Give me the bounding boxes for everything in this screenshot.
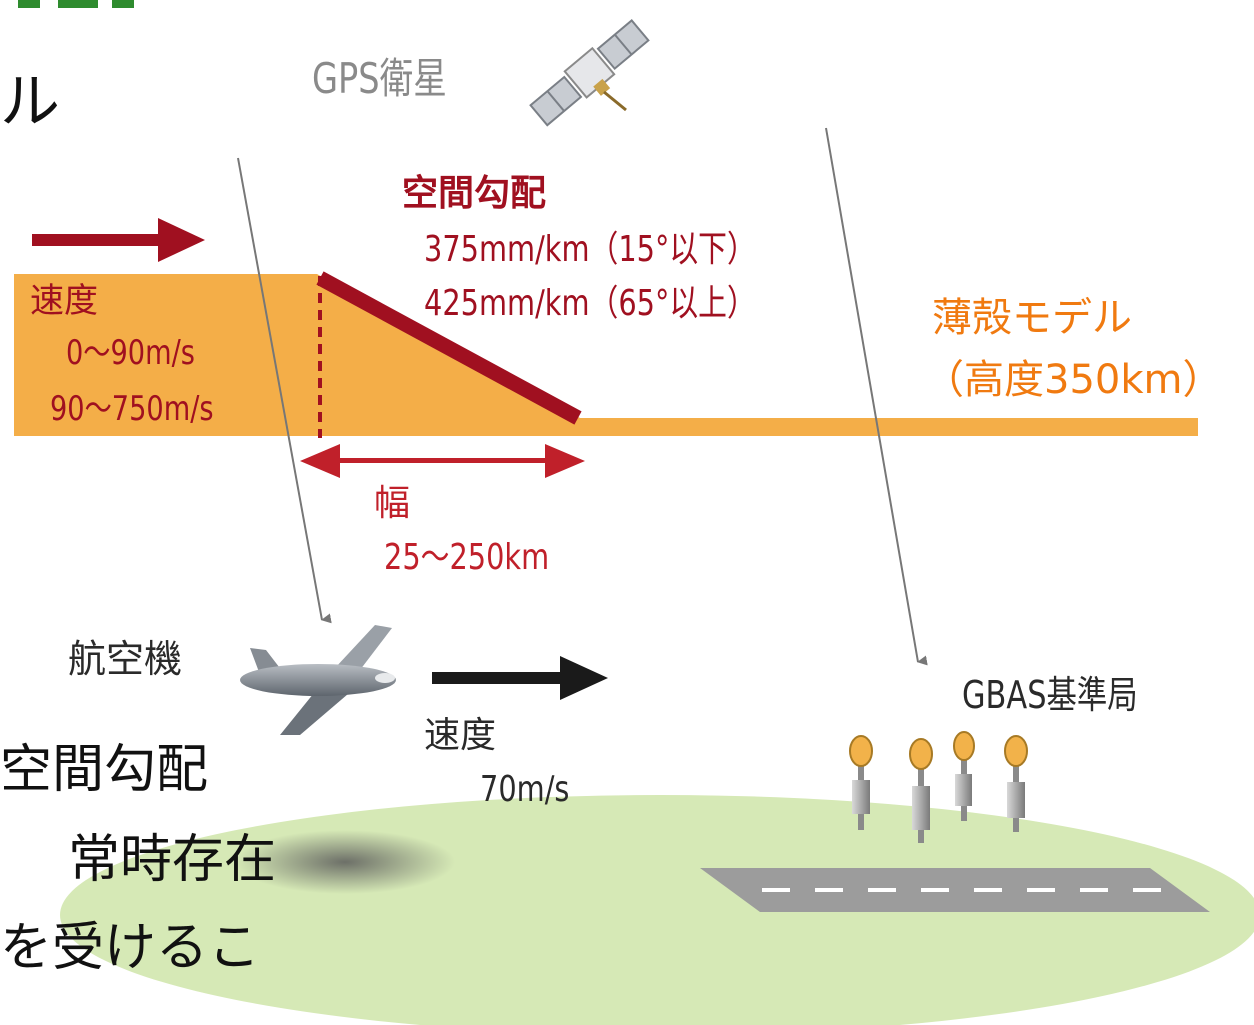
green-heading-fragment (0, 0, 140, 10)
signal-path-aircraft (237, 157, 332, 624)
body-fragment-2: 常時存在 (68, 830, 277, 890)
thin-shell-layer (580, 418, 1198, 436)
aircraft-direction-arrow (432, 656, 608, 700)
front-speed-range-2: 90～750m/s (50, 389, 214, 429)
body-fragment-3: を受けるこ (0, 918, 261, 978)
front-speed-range-1: 0～90m/s (66, 333, 195, 373)
thin-shell-altitude: （高度350km） (924, 357, 1223, 403)
gbas-antenna-2 (909, 738, 933, 843)
gbas-station-label: GBAS基準局 (962, 673, 1138, 717)
gbas-antenna-4 (1004, 735, 1028, 832)
aircraft-label: 航空機 (68, 637, 183, 681)
gradient-slope-line (316, 271, 582, 425)
gbas-antenna-1 (849, 735, 873, 830)
front-width-title: 幅 (374, 483, 411, 524)
gbas-antenna-3 (953, 731, 975, 821)
gradient-title: 空間勾配 (402, 173, 547, 214)
front-speed-title: 速度 (30, 281, 98, 321)
aircraft-icon (240, 625, 396, 735)
aircraft-shadow (235, 830, 455, 894)
aircraft-speed-value: 70m/s (480, 769, 570, 810)
width-double-arrow (300, 444, 585, 478)
runway (700, 868, 1210, 912)
gps-satellite-icon (529, 19, 650, 127)
front-direction-arrow (32, 218, 205, 262)
body-fragment-1: 空間勾配 (0, 740, 209, 800)
gradient-value-low-elevation: 375mm/km（15°以下） (424, 229, 756, 270)
gradient-value-high-elevation: 425mm/km（65°以上） (424, 283, 756, 324)
title-fragment: ル (0, 67, 60, 137)
aircraft-speed-title: 速度 (424, 715, 497, 756)
thin-shell-title: 薄殻モデル (932, 295, 1132, 341)
gps-satellite-label: GPS衛星 (312, 54, 447, 103)
signal-path-station (825, 127, 928, 666)
ionosphere-front-block (14, 274, 317, 436)
front-width-value: 25～250km (384, 537, 550, 578)
